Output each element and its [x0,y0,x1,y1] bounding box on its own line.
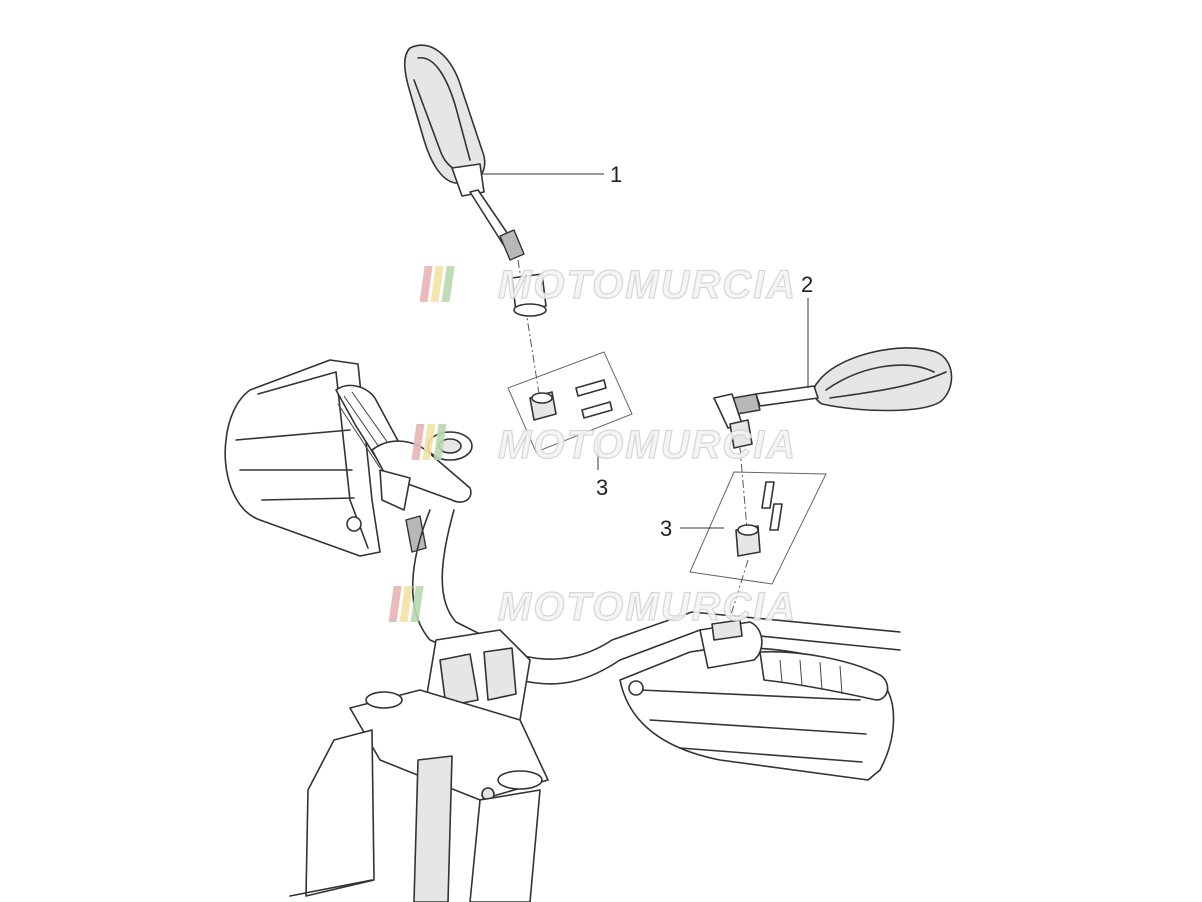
callout-1: 1 [610,162,622,187]
svg-text:MOTOMURCIA: MOTOMURCIA [498,263,797,307]
right-mirror [713,347,953,449]
left-mirror [403,44,525,261]
svg-text:MOTOMURCIA: MOTOMURCIA [498,423,797,467]
svg-text:MOTOMURCIA: MOTOMURCIA [498,585,797,629]
watermark-middle: MOTOMURCIA [411,422,797,468]
fork-and-clamp [289,629,549,902]
right-handguard-assembly [619,619,895,781]
watermark-bottom: MOTOMURCIA [388,584,797,630]
right-bracket-kit [689,471,827,585]
callout-2: 2 [801,272,813,297]
callout-3-right: 3 [660,516,672,541]
left-bracket-kit [507,351,633,453]
callout-3-left: 3 [596,475,608,500]
left-handguard-assembly [224,359,473,557]
left-mirror-boot [511,273,547,317]
watermark-top: MOTOMURCIA [419,262,797,308]
